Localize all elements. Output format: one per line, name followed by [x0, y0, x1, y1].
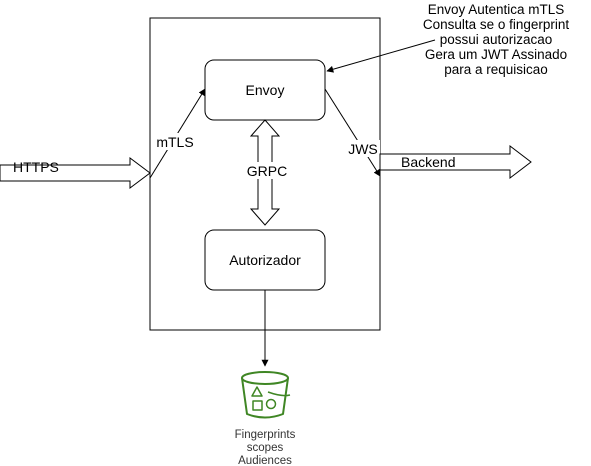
- jws-connector: [324, 88, 381, 177]
- backend-block-arrow: [379, 144, 532, 180]
- note-line: Consulta se o fingerprint: [423, 17, 570, 32]
- https-block-arrow: [0, 157, 151, 189]
- envoy-label: Envoy: [246, 82, 285, 98]
- note-line: Gera um JWT Assinado: [425, 47, 567, 62]
- bucket-icon: [241, 371, 291, 419]
- storage-label: Fingerprints scopes Audiences: [235, 429, 296, 466]
- note-line: Envoy Autentica mTLS: [428, 2, 565, 17]
- envoy-note: Envoy Autentica mTLS Consulta se o finge…: [423, 2, 570, 77]
- grpc-label-bg: [246, 162, 286, 179]
- mtls-label-bg: [155, 133, 195, 150]
- autorizador-node[interactable]: Autorizador: [204, 229, 326, 291]
- backend-label: Backend: [401, 154, 455, 170]
- storage-label-line: Audiences: [238, 455, 292, 466]
- autorizador-label: Autorizador: [229, 252, 301, 268]
- storage-label-line: Fingerprints: [235, 429, 296, 441]
- jws-label-bg: [346, 140, 380, 157]
- mtls-label: mTLS: [156, 134, 193, 150]
- https-label: HTTPS: [13, 159, 59, 175]
- envoy-node[interactable]: Envoy: [204, 59, 326, 121]
- note-line: possui autorizacao: [440, 32, 553, 47]
- note-connector: [326, 39, 436, 73]
- grpc-label: GRPC: [247, 163, 287, 179]
- storage-label-line: scopes: [247, 442, 284, 454]
- note-line: para a requisicao: [444, 62, 548, 77]
- jws-label: JWS: [348, 141, 378, 157]
